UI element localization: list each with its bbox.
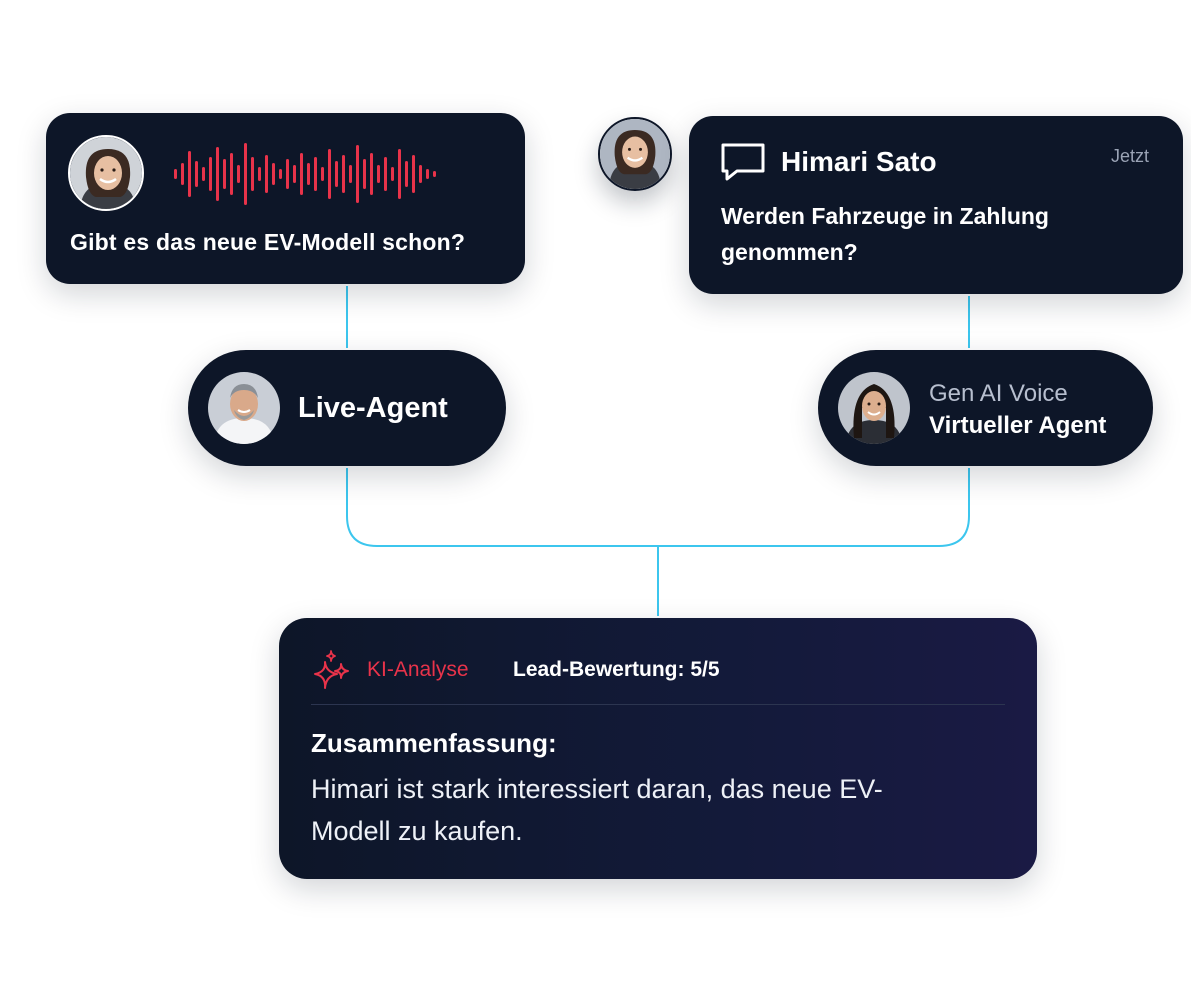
man-avatar-icon [208,372,280,444]
sender-name: Himari Sato [781,146,937,177]
live-agent-node: Live-Agent [188,350,506,466]
sparkle-icon [314,650,349,689]
chat-bubble-icon [721,143,765,181]
chat-message-card: Himari Sato Jetzt Werden Fahrzeuge in Za… [689,116,1183,294]
live-agent-label: Live-Agent [298,392,448,424]
message-text: Werden Fahrzeuge in Zahlung genommen? [721,203,1049,265]
lead-score: Lead-Bewertung: 5/5 [513,658,720,681]
woman-agent-avatar-icon [838,372,910,444]
woman-avatar-icon [68,135,144,211]
voice-question-text: Gibt es das neue EV-Modell schon? [70,229,466,255]
message-timestamp: Jetzt [1110,146,1149,166]
ai-analysis-card: KI-Analyse Lead-Bewertung: 5/5 Zusammenf… [279,618,1037,879]
voice-call-card: Gibt es das neue EV-Modell schon? [46,113,525,284]
virtual-agent-sublabel: Gen AI Voice [929,380,1068,407]
summary-text: Himari ist stark interessiert daran, das… [311,774,883,846]
summary-heading: Zusammenfassung: [311,728,557,758]
virtual-agent-label: Virtueller Agent [929,412,1107,439]
divider [311,704,1005,705]
woman-avatar-icon [598,117,672,191]
ki-analysis-label: KI-Analyse [367,658,469,681]
virtual-agent-node: Gen AI Voice Virtueller Agent [818,350,1153,466]
audio-waveform-icon [174,143,436,205]
connector-merge [346,468,970,547]
